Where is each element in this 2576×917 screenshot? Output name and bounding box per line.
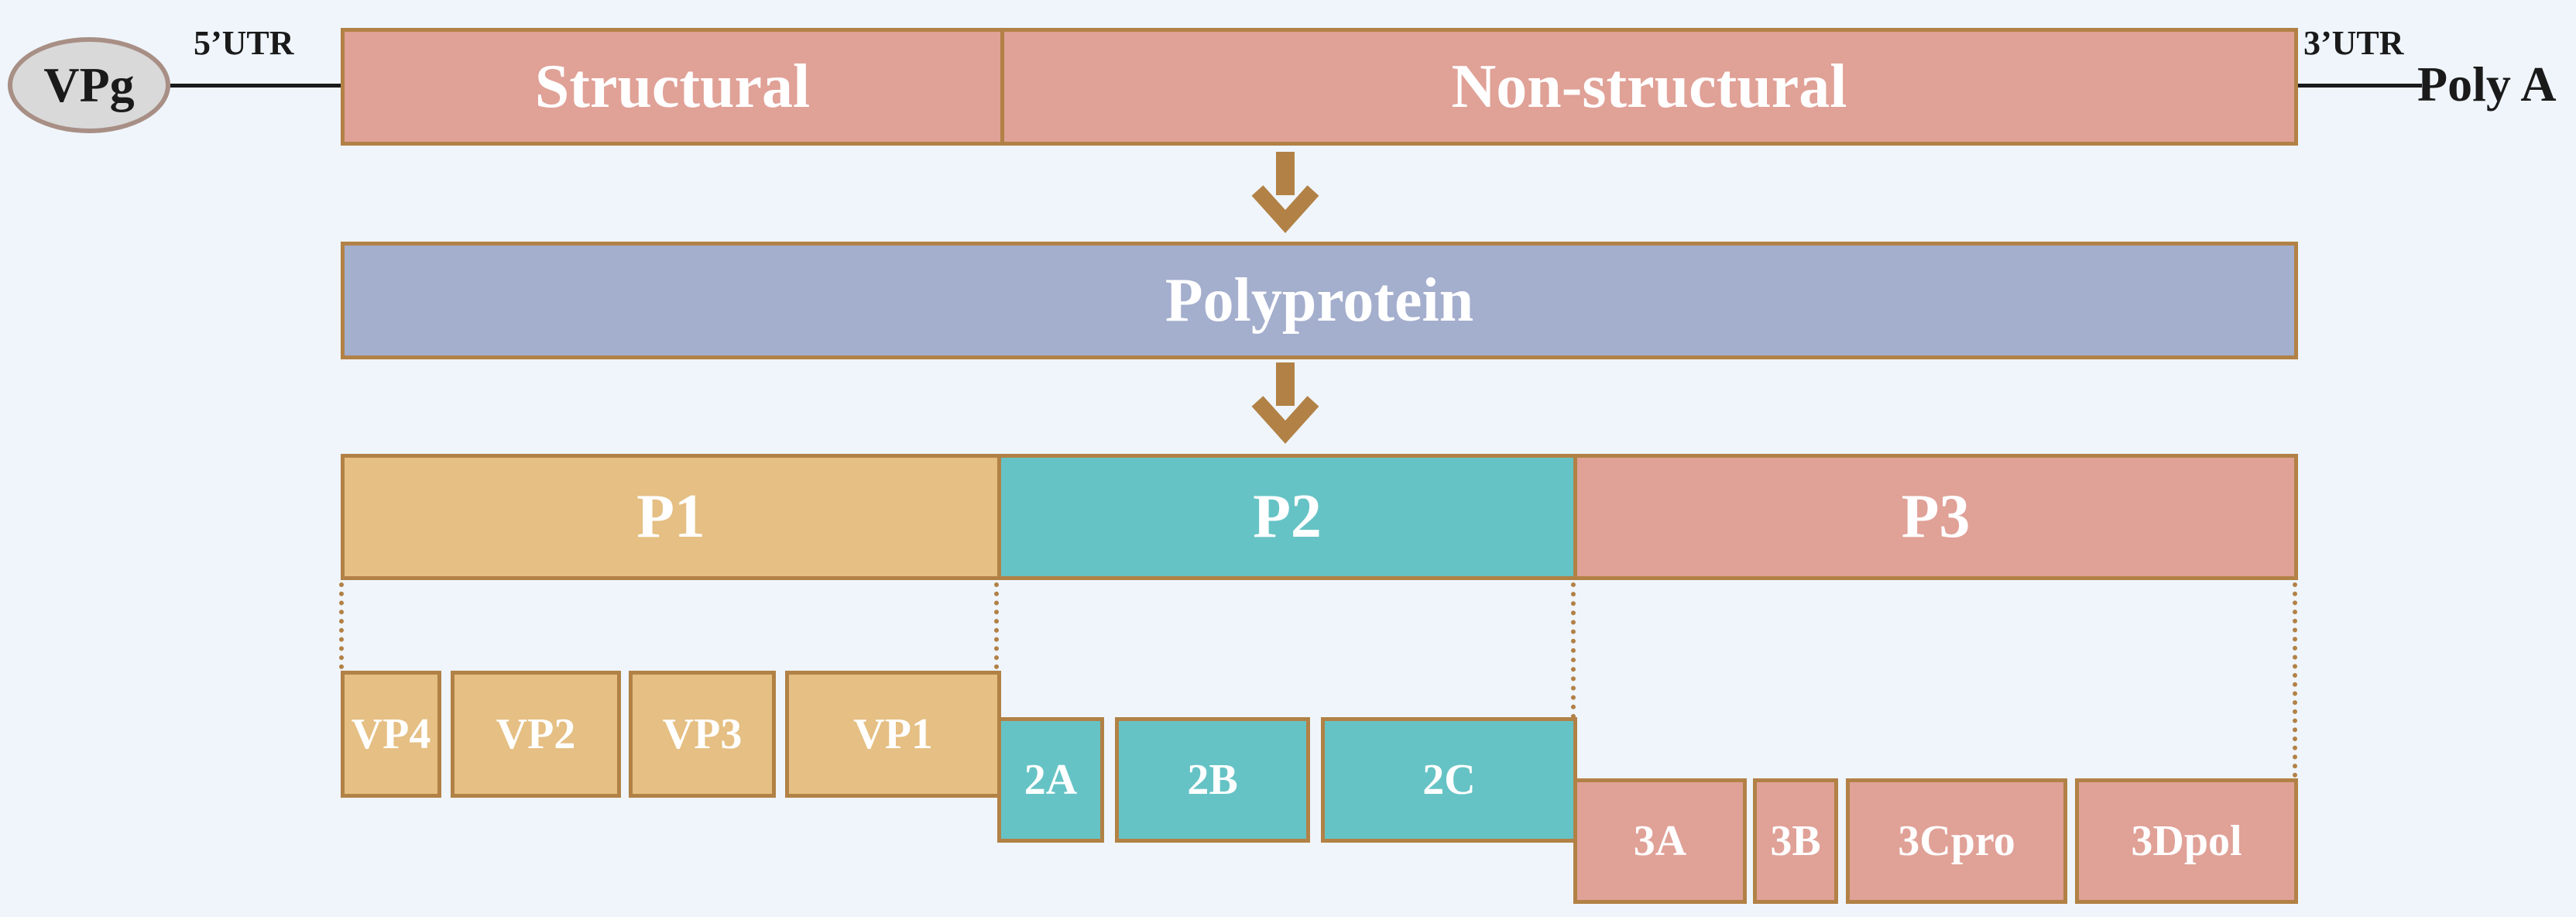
vp1-label: VP1 — [853, 710, 933, 758]
utr5-line — [170, 84, 342, 88]
3dpol-label: 3Dpol — [2131, 817, 2242, 865]
down-arrow-icon — [1251, 362, 1319, 444]
2c-label: 2C — [1422, 756, 1476, 804]
vpg-ellipse: VPg — [8, 37, 170, 133]
nonstructural-segment: Non-structural — [1000, 28, 2298, 146]
vp2-label: VP2 — [496, 710, 576, 758]
2b-label: 2B — [1187, 756, 1238, 804]
utr3-line — [2298, 84, 2422, 88]
vpg-label: VPg — [43, 57, 135, 112]
p1-right-guide — [994, 582, 999, 669]
p1-label: P1 — [636, 483, 705, 551]
structural-segment: Structural — [341, 28, 1004, 146]
structural-label: Structural — [534, 52, 811, 121]
nonstructural-label: Non-structural — [1451, 52, 1847, 121]
polya-label: Poly A — [2417, 57, 2557, 112]
3b-label: 3B — [1770, 817, 1821, 865]
p2-label: P2 — [1253, 483, 1322, 551]
vp3-box: VP3 — [629, 671, 776, 798]
p2-right-guide — [1571, 582, 1576, 719]
vp4-box: VP4 — [341, 671, 441, 798]
polyprotein-label: Polyprotein — [1165, 266, 1474, 335]
p2-segment: P2 — [997, 454, 1577, 580]
vp1-box: VP1 — [785, 671, 1001, 798]
3b-box: 3B — [1753, 778, 1838, 904]
polyprotein-bar: Polyprotein — [341, 242, 2298, 359]
p1-segment: P1 — [341, 454, 1001, 580]
3dpol-box: 3Dpol — [2075, 778, 2298, 904]
3cpro-box: 3Cpro — [1846, 778, 2067, 904]
3a-label: 3A — [1633, 817, 1687, 865]
2a-label: 2A — [1024, 756, 1078, 804]
utr5-label: 5’UTR — [194, 24, 294, 62]
vp3-label: VP3 — [662, 710, 743, 758]
2b-box: 2B — [1115, 717, 1310, 843]
vp2-box: VP2 — [451, 671, 621, 798]
3cpro-label: 3Cpro — [1898, 817, 2015, 865]
down-arrow-icon — [1251, 152, 1319, 233]
utr3-label: 3’UTR — [2303, 24, 2404, 62]
p3-label: P3 — [1901, 483, 1971, 551]
2c-box: 2C — [1321, 717, 1577, 843]
3a-box: 3A — [1573, 778, 1747, 904]
vp4-label: VP4 — [351, 710, 431, 758]
2a-box: 2A — [997, 717, 1104, 843]
p1-left-guide — [339, 582, 344, 669]
p3-segment: P3 — [1573, 454, 2298, 580]
p3-right-guide — [2293, 582, 2297, 778]
